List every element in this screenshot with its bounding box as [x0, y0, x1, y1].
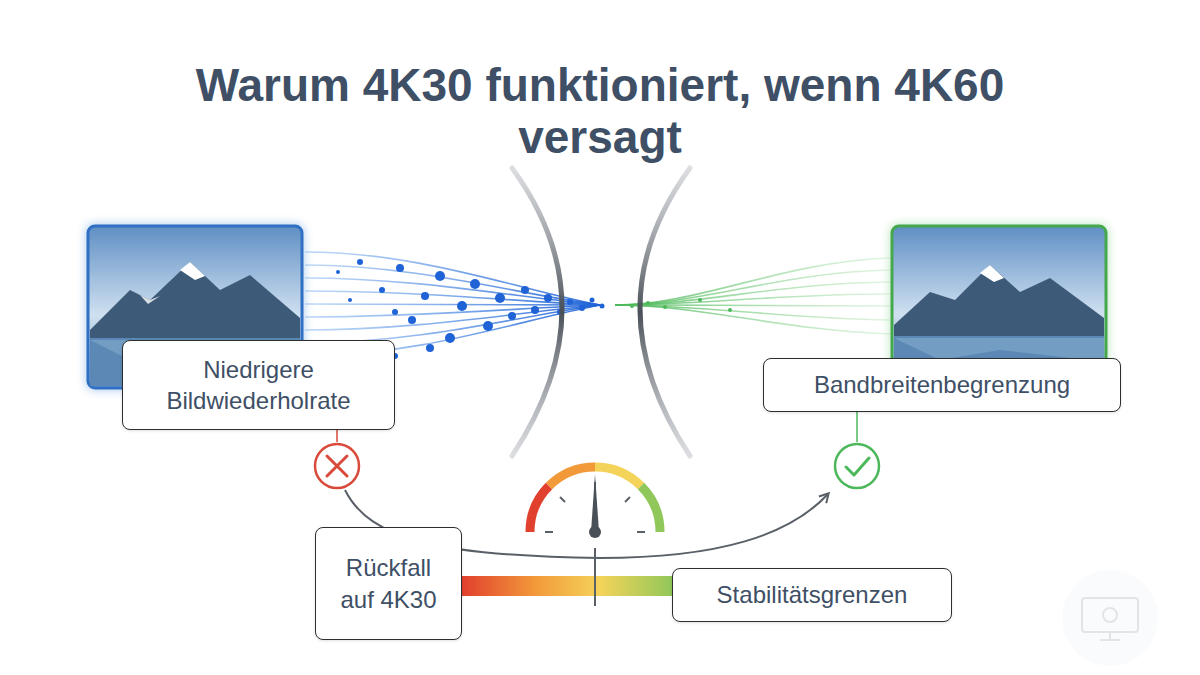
watermark-icon	[1062, 570, 1158, 666]
text-box: Rückfall auf 4K30	[315, 527, 462, 640]
stability-bar	[462, 548, 674, 606]
leader-line	[336, 430, 338, 442]
box-label: Stabilitätsgrenzen	[717, 579, 908, 610]
green-data-dots	[630, 298, 732, 312]
bottleneck-curves	[512, 168, 690, 456]
box-label: Niedrigere Bildwiederholrate	[137, 354, 380, 416]
text-box: Niedrigere Bildwiederholrate	[122, 340, 395, 430]
ok-symbol	[835, 444, 879, 488]
green-data-flow	[615, 258, 890, 334]
box-label: Rückfall auf 4K30	[330, 552, 447, 614]
leader-line	[856, 412, 858, 442]
box-label: Bandbreitenbegrenzung	[814, 369, 1070, 400]
title: Warum 4K30 funktioniert, wenn 4K60 versa…	[120, 60, 1080, 163]
text-box: Bandbreitenbegrenzung	[763, 358, 1121, 412]
fail-symbol	[315, 444, 359, 488]
text-box: Stabilitätsgrenzen	[672, 568, 952, 622]
gauge	[530, 467, 660, 538]
